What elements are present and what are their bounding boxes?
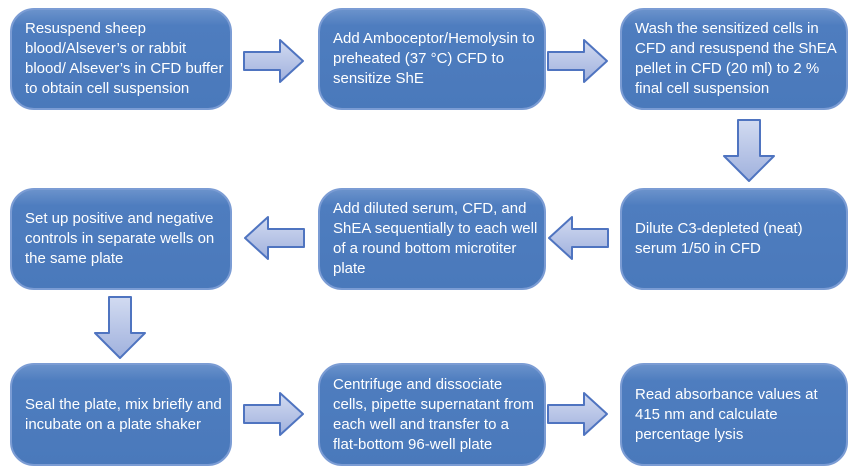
step-box-1: Resuspend sheep blood/Alsever’s or rabbi… — [10, 8, 232, 110]
step-box-9: Read absorbance values at 415 nm and cal… — [620, 363, 848, 466]
arrow-right-icon — [243, 392, 304, 436]
arrow-step2-to-step3 — [547, 37, 609, 85]
arrow-down-icon — [94, 296, 146, 359]
arrow-left-icon — [244, 216, 305, 260]
step-box-7: Seal the plate, mix briefly and incubate… — [10, 363, 232, 466]
arrow-step1-to-step2 — [243, 37, 305, 85]
arrow-step6-to-step7 — [93, 296, 147, 360]
step-box-6: Set up positive and negative controls in… — [10, 188, 232, 290]
arrow-right-icon — [547, 392, 608, 436]
step-box-2: Add Amboceptor/Hemolysin to preheated (3… — [318, 8, 546, 110]
arrow-step5-to-step6 — [243, 214, 305, 262]
step-label-1: Resuspend sheep blood/Alsever’s or rabbi… — [25, 20, 224, 97]
arrow-step7-to-step8 — [243, 390, 305, 438]
step-box-4: Dilute C3-depleted (neat) serum 1/50 in … — [620, 188, 848, 290]
arrow-step8-to-step9 — [547, 390, 609, 438]
step-label-9: Read absorbance values at 415 nm and cal… — [635, 385, 818, 443]
arrow-right-icon — [547, 39, 608, 83]
step-label-8: Centrifuge and dissociate cells, pipette… — [333, 375, 534, 453]
arrow-step4-to-step5 — [547, 214, 609, 262]
arrow-step3-to-step4 — [722, 119, 776, 183]
arrow-left-icon — [548, 216, 609, 260]
step-label-7: Seal the plate, mix briefly and incubate… — [25, 395, 222, 433]
step-box-3: Wash the sensitized cells in CFD and res… — [620, 8, 848, 110]
step-box-5: Add diluted serum, CFD, and ShEA sequent… — [318, 188, 546, 290]
step-label-6: Set up positive and negative controls in… — [25, 210, 215, 267]
arrow-down-icon — [723, 119, 775, 182]
step-box-8: Centrifuge and dissociate cells, pipette… — [318, 363, 546, 466]
step-label-3: Wash the sensitized cells in CFD and res… — [635, 20, 836, 97]
step-label-4: Dilute C3-depleted (neat) serum 1/50 in … — [635, 220, 803, 257]
step-label-2: Add Amboceptor/Hemolysin to preheated (3… — [333, 30, 535, 87]
arrow-right-icon — [243, 39, 304, 83]
step-label-5: Add diluted serum, CFD, and ShEA sequent… — [333, 200, 538, 277]
